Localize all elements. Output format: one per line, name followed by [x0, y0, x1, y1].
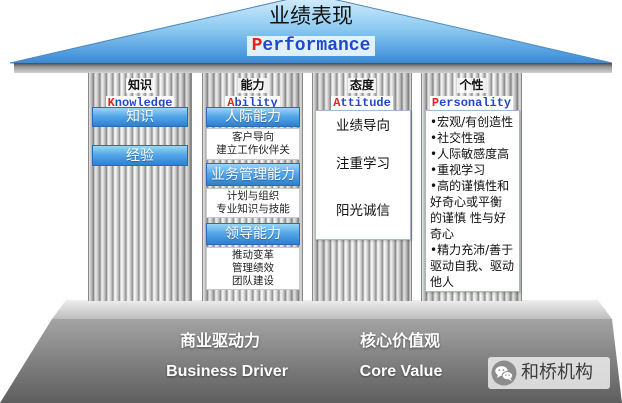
pillar-english-label: Knowledge: [105, 96, 175, 110]
pillar-english-label: Ability: [225, 96, 280, 110]
pillar-attitude: 态度 Attitude 业绩导向 注重学习 阳光诚信: [312, 73, 412, 301]
core-value-label-en: Core Value: [359, 363, 443, 380]
ability-detail-item: 专业知识与技能: [216, 203, 290, 215]
attitude-box: 业绩导向 注重学习 阳光诚信: [315, 110, 411, 240]
pillar-label: 个性: [457, 78, 486, 93]
business-driver-label-en: Business Driver: [166, 363, 288, 380]
pillar-label: 态度: [347, 78, 376, 93]
personality-line: 他人: [430, 275, 455, 289]
personality-item: •宏观/有创造性: [430, 114, 519, 130]
ability-detail-item: 客户导向: [232, 131, 274, 143]
roof-subtitle: Performance: [246, 36, 376, 56]
personality-line: •高的谨慎性和: [430, 179, 510, 193]
personality-item: •社交性强: [430, 130, 519, 146]
personality-item: •高的谨慎性和 好奇心或平衡 的谨慎 性与好 奇心: [430, 178, 519, 242]
pillar-header: 个性: [422, 74, 521, 93]
pillar-english-label: Personality: [429, 96, 514, 110]
personality-item: •精力充沛/善于 驱动自我、驱动 他人: [430, 242, 519, 290]
personality-line: •人际敏感度高: [430, 147, 510, 161]
personality-item: •人际敏感度高: [430, 146, 519, 162]
base-foundation: [0, 319, 622, 403]
wechat-icon: [491, 360, 517, 386]
business-driver-label-cn: 商业驱动力: [179, 331, 260, 350]
knowledge-box: 知识: [92, 107, 188, 127]
pillar-label: 知识: [125, 78, 154, 93]
interpersonal-ability-details: 客户导向 建立工作伙伴关: [206, 128, 300, 160]
ability-detail-item: 管理绩效: [232, 262, 274, 274]
core-value-label-cn: 核心价值观: [359, 331, 440, 350]
pillar-header-english: Knowledge: [89, 91, 191, 110]
leadership-ability-box: 领导能力: [206, 223, 300, 245]
business-management-details: 计划与组织 专业知识与技能: [206, 188, 300, 218]
attitude-item: 注重学习: [336, 156, 390, 172]
personality-line: 驱动自我、驱动: [430, 259, 515, 273]
personality-line: 好奇心或平衡: [430, 195, 503, 209]
business-management-ability-box: 业务管理能力: [206, 163, 300, 186]
interpersonal-ability-box: 人际能力: [206, 107, 300, 127]
roof-beam: [14, 63, 612, 73]
ability-detail-item: 团队建设: [232, 275, 274, 287]
personality-line: •精力充沛/善于: [430, 243, 514, 257]
base-platform: [0, 300, 622, 403]
personality-box: •宏观/有创造性 •社交性强 •人际敏感度高 •重视学习 •高的谨慎性和 好奇心…: [425, 110, 520, 292]
personality-line: •重视学习: [430, 163, 486, 177]
pillar-header-english: Ability: [203, 91, 302, 110]
pillar-header-english: Attitude: [313, 91, 411, 110]
pillar-english-label: Attitude: [331, 96, 393, 110]
personality-item: •重视学习: [430, 162, 519, 178]
pillar-header: 能力: [203, 74, 302, 93]
attitude-item: 阳光诚信: [336, 203, 390, 219]
roof-subtitle-row: Performance: [0, 35, 622, 56]
personality-line: •宏观/有创造性: [430, 115, 514, 129]
ability-detail-item: 建立工作伙伴关: [216, 144, 290, 156]
roof: [9, 0, 613, 73]
watermark: 和桥机构: [488, 357, 610, 389]
attitude-item: 业绩导向: [336, 118, 390, 134]
pillar-label: 能力: [238, 78, 267, 93]
personality-line: 奇心: [430, 227, 455, 241]
pillar-header: 知识: [89, 74, 191, 93]
base-step: [52, 300, 612, 319]
ability-detail-item: 推动变革: [232, 249, 274, 261]
watermark-text: 和桥机构: [521, 362, 593, 383]
pillar-knowledge: 知识 Knowledge 知识 经验: [88, 73, 192, 301]
roof-title: 业绩表现: [269, 4, 353, 28]
pillar-header-english: Personality: [422, 91, 521, 110]
personality-line: •社交性强: [430, 131, 486, 145]
ability-detail-item: 计划与组织: [226, 190, 280, 202]
personality-line: 的谨慎 性与好: [430, 211, 506, 225]
pillar-header: 态度: [313, 74, 411, 93]
experience-box: 经验: [92, 145, 188, 166]
leadership-details: 推动变革 管理绩效 团队建设: [206, 247, 300, 290]
pillar-personality: 个性 Personality •宏观/有创造性 •社交性强 •人际敏感度高 •重…: [421, 73, 522, 301]
pillar-ability: 能力 Ability 人际能力 客户导向 建立工作伙伴关 业务管理能力 计划与组…: [202, 73, 303, 301]
